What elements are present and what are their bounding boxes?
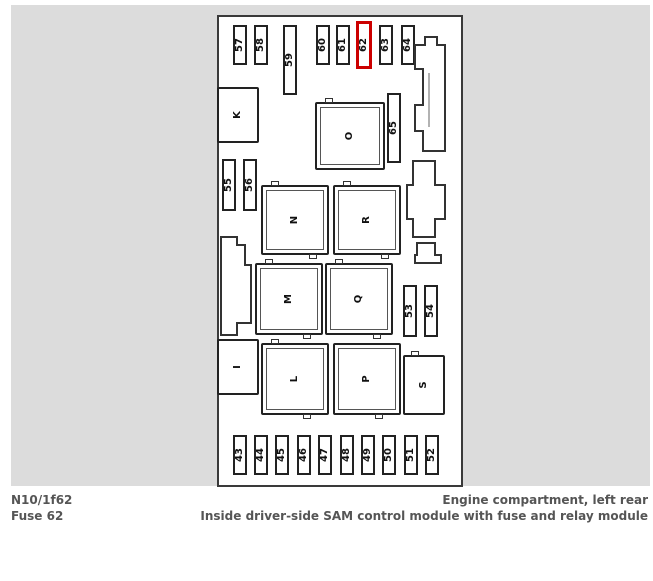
fuse-63: 63: [379, 25, 393, 65]
connector-outline-middle-right: [406, 160, 446, 264]
fuse-label: 46: [298, 448, 309, 462]
fuse-58: 58: [254, 25, 268, 65]
fuse-label: 45: [276, 448, 287, 462]
fuse-name: Fuse 62: [11, 509, 64, 523]
fuse-label: 63: [380, 38, 391, 52]
fuse-label: 51: [405, 448, 416, 462]
fuse-44: 44: [254, 435, 268, 475]
fuse-label: 62: [358, 38, 369, 52]
fuse-62-highlighted[interactable]: 62: [356, 21, 372, 69]
fuse-61: 61: [336, 25, 350, 65]
fuse-60: 60: [316, 25, 330, 65]
fuse-box-outline: 57 58 59 60 61 62 63 64 K O 65 55 56: [217, 15, 463, 487]
component-code: N10/1f62: [11, 493, 73, 507]
fuse-label: 48: [341, 448, 352, 462]
relay-o: O: [315, 98, 385, 170]
relay-s: S: [403, 351, 445, 415]
fuse-label: 56: [244, 178, 255, 192]
fuse-label: 49: [362, 448, 373, 462]
fuse-46: 46: [297, 435, 311, 475]
fuse-49: 49: [361, 435, 375, 475]
fuse-label: 65: [388, 121, 399, 135]
diagram-panel: 57 58 59 60 61 62 63 64 K O 65 55 56: [11, 5, 650, 487]
relay-label: O: [344, 131, 355, 141]
relay-r: R: [333, 181, 401, 259]
connector-outline-top-right: [414, 36, 446, 152]
fuse-47: 47: [318, 435, 332, 475]
relay-p: P: [333, 343, 401, 419]
relay-label: M: [283, 294, 294, 304]
relay-label: P: [361, 375, 372, 383]
fuse-label: 52: [426, 448, 437, 462]
relay-k: K: [217, 87, 259, 143]
fuse-45: 45: [275, 435, 289, 475]
relay-i: I: [217, 339, 259, 395]
fuse-54: 54: [424, 285, 438, 337]
fuse-label: 50: [383, 448, 394, 462]
fuse-50: 50: [382, 435, 396, 475]
connector-outline-left: [220, 236, 252, 336]
fuse-label: 55: [223, 178, 234, 192]
relay-q: Q: [325, 259, 393, 339]
fuse-53: 53: [403, 285, 417, 337]
relay-l: L: [261, 339, 329, 419]
fuse-48: 48: [340, 435, 354, 475]
relay-m: M: [255, 259, 323, 339]
relay-label: R: [361, 216, 372, 224]
relay-label: N: [289, 215, 300, 225]
location-text: Engine compartment, left rear: [442, 493, 648, 507]
relay-label: K: [232, 111, 243, 119]
caption: N10/1f62 Engine compartment, left rear F…: [11, 492, 648, 532]
fuse-56: 56: [243, 159, 257, 211]
relay-n: N: [261, 181, 329, 259]
fuse-label: 58: [255, 38, 266, 52]
fuse-label: 57: [234, 38, 245, 52]
fuse-51: 51: [404, 435, 418, 475]
fuse-label: 43: [234, 448, 245, 462]
fuse-57: 57: [233, 25, 247, 65]
fuse-label: 60: [317, 38, 328, 52]
relay-label: S: [418, 381, 429, 389]
relay-label: I: [232, 365, 243, 369]
fuse-label: 53: [404, 304, 415, 318]
relay-label: Q: [353, 294, 364, 304]
fuse-label: 54: [425, 304, 436, 318]
fuse-55: 55: [222, 159, 236, 211]
fuse-label: 61: [337, 38, 348, 52]
fuse-59: 59: [283, 25, 297, 95]
fuse-label: 59: [284, 53, 295, 67]
fuse-43: 43: [233, 435, 247, 475]
fuse-label: 44: [255, 448, 266, 462]
fuse-52: 52: [425, 435, 439, 475]
fuse-65: 65: [387, 93, 401, 163]
module-description: Inside driver-side SAM control module wi…: [200, 509, 648, 523]
relay-label: L: [289, 375, 300, 383]
fuse-label: 47: [319, 448, 330, 462]
